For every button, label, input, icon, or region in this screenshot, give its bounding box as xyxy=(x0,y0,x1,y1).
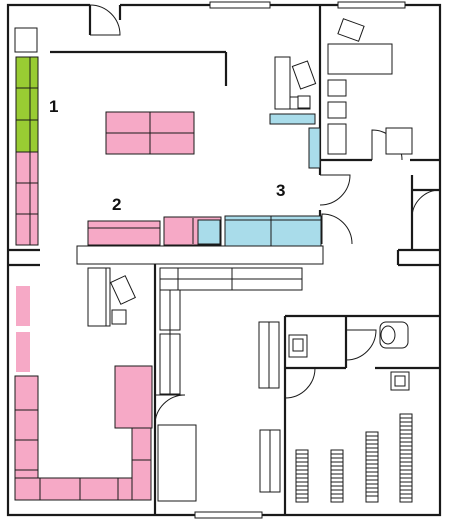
corridor-shelving xyxy=(157,267,303,502)
interior-walls xyxy=(8,5,440,515)
zone-3-counter: 3 xyxy=(224,181,322,247)
zone-label-1: 1 xyxy=(49,97,58,116)
pink-cabinet-upper-left xyxy=(15,151,39,246)
right-office xyxy=(327,18,413,155)
zone-label-2: 2 xyxy=(112,195,121,214)
lower-right-rooms xyxy=(258,321,410,493)
blue-counter-v xyxy=(308,127,321,169)
zone-2-counter: 2 xyxy=(87,195,222,246)
office-desk-top xyxy=(269,56,321,169)
outer-walls xyxy=(6,1,442,519)
doors xyxy=(89,4,441,426)
blue-counter-h xyxy=(269,113,316,125)
center-table xyxy=(105,111,195,155)
lower-left-cabinets xyxy=(14,286,153,501)
zone-1-cabinets: 1 xyxy=(15,56,58,246)
green-cabinet xyxy=(15,56,39,153)
lower-office-desk xyxy=(87,267,136,327)
storage-racks xyxy=(295,413,413,503)
zone-label-3: 3 xyxy=(276,181,285,200)
